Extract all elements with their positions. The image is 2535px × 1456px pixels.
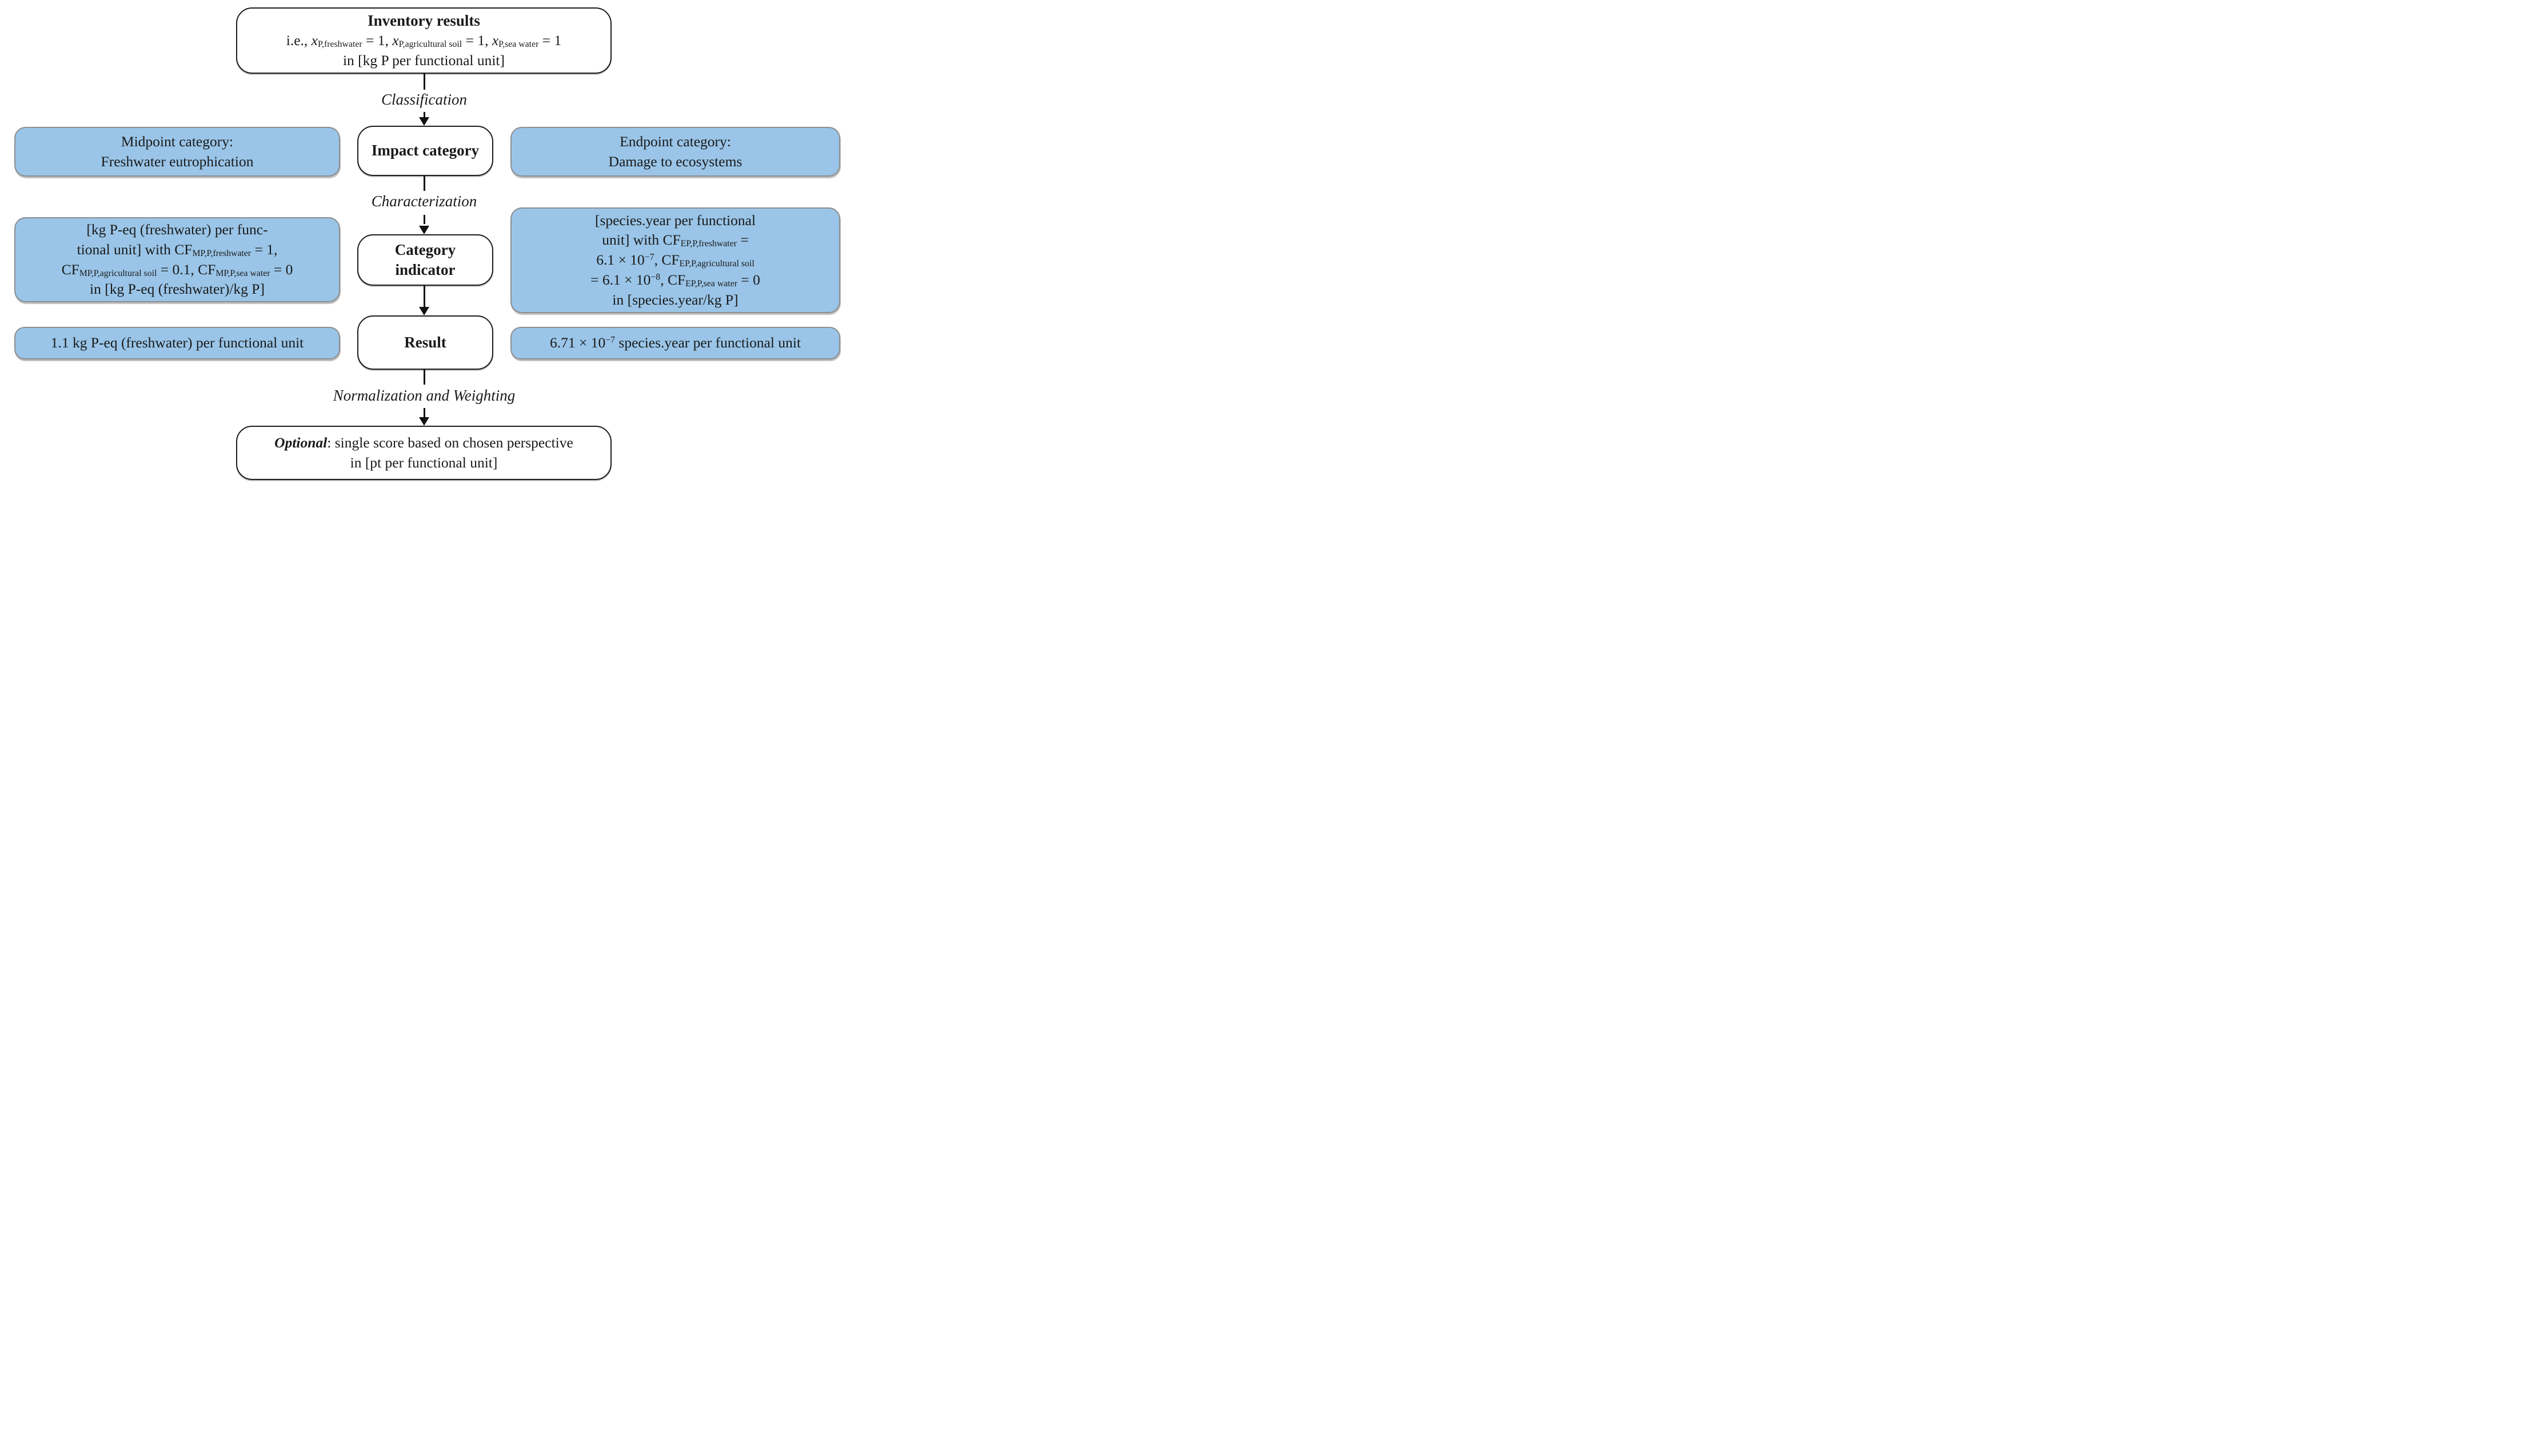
- node-result: Result: [357, 315, 493, 370]
- arrow-classification-line-bottom: [424, 112, 425, 120]
- impact-category-title: Impact category: [371, 142, 480, 159]
- inventory-results-body: i.e., xP,freshwater = 1, xP,agricultural…: [286, 31, 562, 69]
- node-inventory-results: Inventory results i.e., xP,freshwater = …: [236, 7, 612, 74]
- arrow-characterization-line-top: [424, 176, 425, 191]
- optional-score-text: Optional: single score based on chosen p…: [274, 434, 573, 471]
- midpoint-characterization-text: [kg P-eq (freshwater) per func-tional un…: [61, 221, 293, 298]
- node-midpoint-characterization: [kg P-eq (freshwater) per func-tional un…: [14, 217, 340, 302]
- node-category-indicator: Category indicator: [357, 234, 493, 286]
- arrowhead-down-icon: [419, 226, 429, 234]
- arrow-normalization-line-top: [424, 370, 425, 385]
- endpoint-category-text: Endpoint category:Damage to ecosystems: [608, 133, 742, 170]
- node-midpoint-result: 1.1 kg P-eq (freshwater) per functional …: [14, 327, 340, 359]
- node-endpoint-category: Endpoint category:Damage to ecosystems: [510, 127, 840, 177]
- result-title: Result: [404, 333, 446, 351]
- inventory-results-title: Inventory results: [368, 11, 480, 29]
- midpoint-result-text: 1.1 kg P-eq (freshwater) per functional …: [50, 334, 304, 351]
- node-endpoint-result: 6.71 × 10−7 species.year per functional …: [510, 327, 840, 359]
- endpoint-result-text: 6.71 × 10−7 species.year per functional …: [549, 334, 801, 351]
- arrowhead-down-icon: [419, 417, 429, 426]
- label-characterization: Characterization: [371, 193, 477, 210]
- arrowhead-down-icon: [419, 307, 429, 315]
- lca-flow-diagram: Inventory results i.e., xP,freshwater = …: [0, 0, 845, 485]
- arrowhead-down-icon: [419, 117, 429, 126]
- node-impact-category: Impact category: [357, 126, 493, 176]
- midpoint-category-text: Midpoint category:Freshwater eutrophicat…: [101, 133, 254, 170]
- node-midpoint-category: Midpoint category:Freshwater eutrophicat…: [14, 127, 340, 177]
- category-indicator-title: Category indicator: [394, 241, 456, 278]
- arrow-characterization-line-bottom: [424, 215, 425, 224]
- arrow-indicator-to-result-line: [424, 286, 425, 307]
- label-normalization-weighting: Normalization and Weighting: [333, 387, 516, 404]
- label-classification: Classification: [381, 91, 468, 108]
- arrow-classification-line-top: [424, 74, 425, 90]
- node-optional-score: Optional: single score based on chosen p…: [236, 426, 612, 480]
- arrow-normalization-line-bottom: [424, 408, 425, 417]
